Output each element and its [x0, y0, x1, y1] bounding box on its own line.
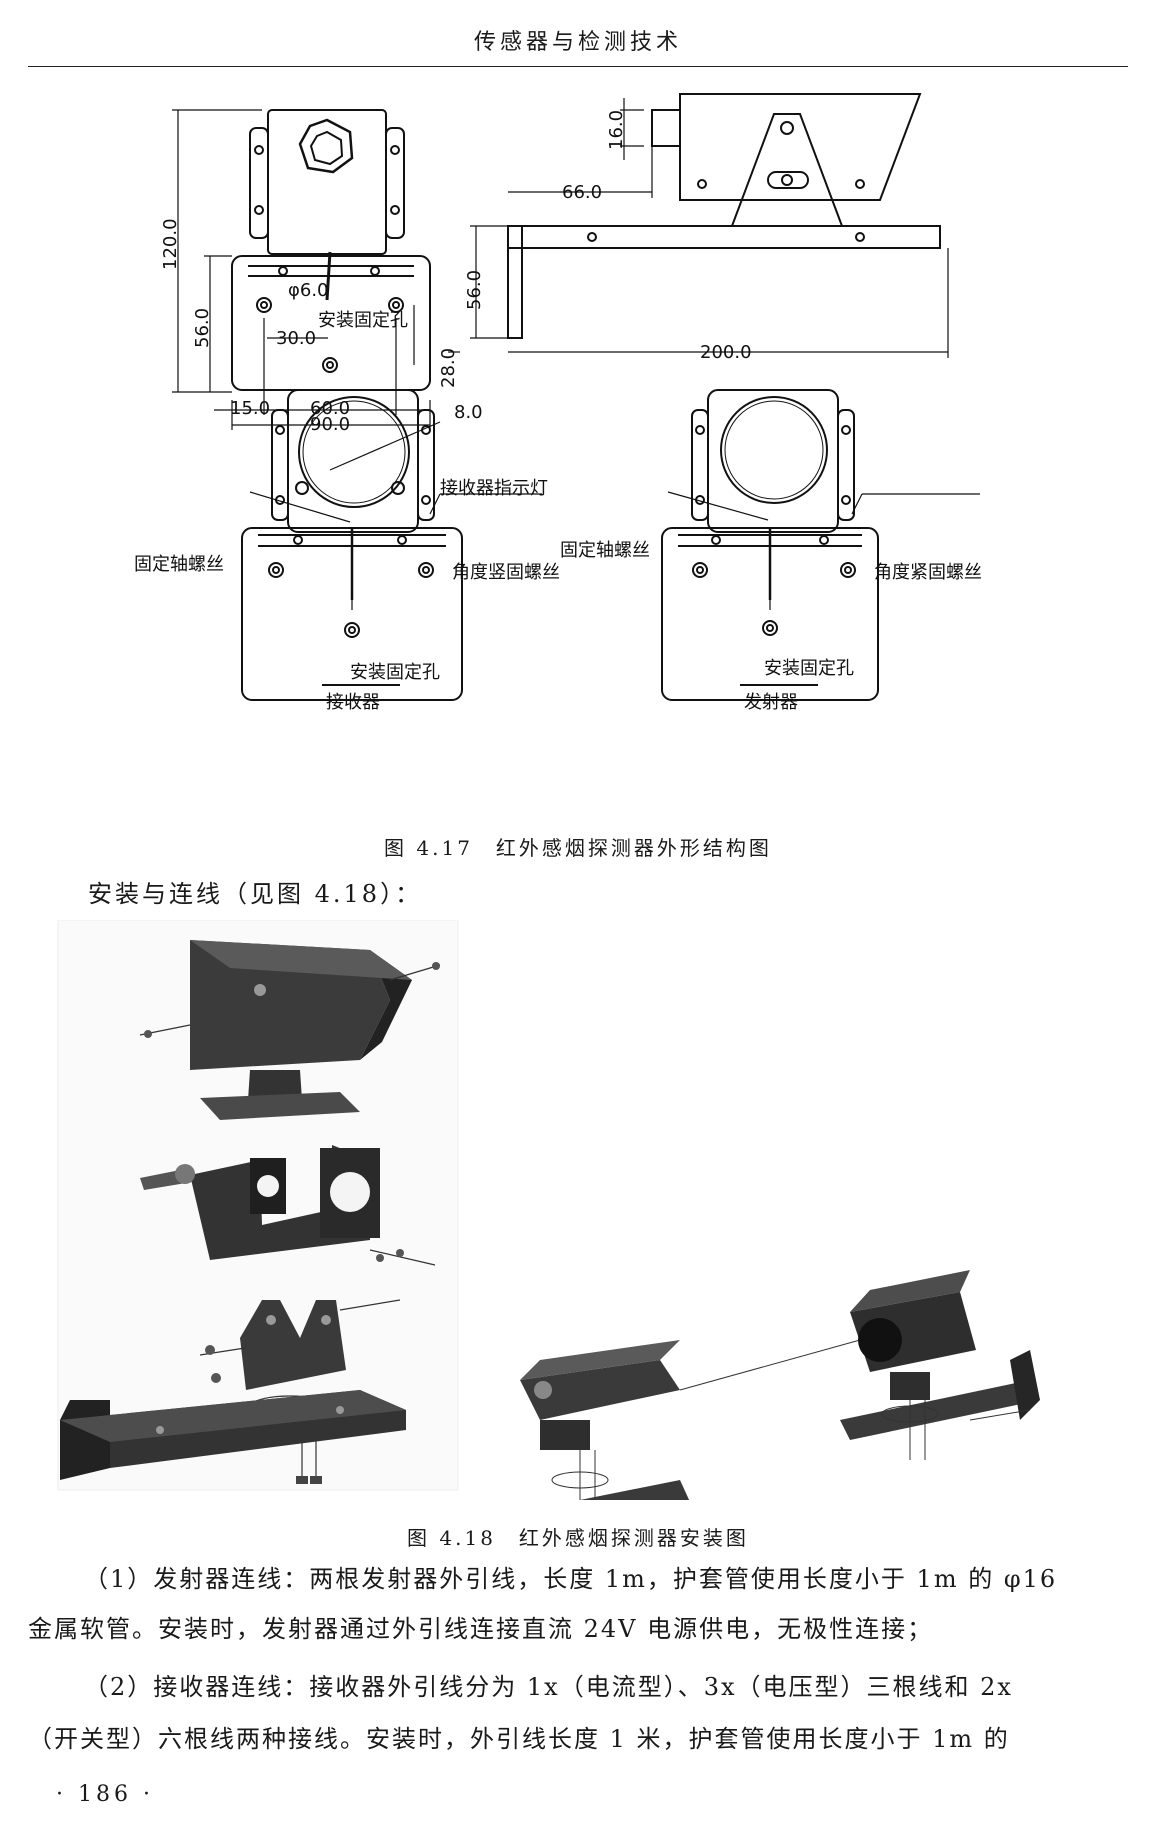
- figure-4-18-drawing: [57, 920, 1040, 1500]
- dim-200: 200.0: [700, 342, 752, 363]
- dim-8: 8.0: [454, 402, 483, 423]
- dim-90: 90.0: [310, 414, 350, 435]
- dim-phi6: φ6.0: [288, 280, 329, 301]
- label-mount-hole-right: 安装固定孔: [764, 658, 854, 679]
- label-angle-screw-left: 角度竖固螺丝: [452, 562, 560, 583]
- paragraph-1-line-1: （1）发射器连线：两根发射器外引线，长度 1m，护套管使用长度小于 1m 的 φ…: [84, 1565, 1058, 1593]
- label-receiver: 接收器: [326, 692, 380, 713]
- paragraph-1-line-2: 金属软管。安装时，发射器通过外引线连接直流 24V 电源供电，无极性连接；: [28, 1615, 934, 1643]
- label-mount-hole-top: 安装固定孔: [318, 310, 408, 331]
- section-intro: 安装与连线（见图 4.18）：: [88, 880, 423, 908]
- paragraph-2-line-1: （2）接收器连线：接收器外引线分为 1x（电流型）、3x（电压型）三根线和 2x: [84, 1673, 1013, 1701]
- running-header: 传感器与检测技术: [473, 30, 682, 55]
- figure-4-17-drawing: 120.0 56.0 φ6.0 30.0 28.0 15.0 60.0 90.0…: [134, 93, 982, 713]
- installed-pair: [520, 1270, 1040, 1500]
- paragraph-2-line-2: （开关型）六根线两种接线。安装时，外引线长度 1 米，护套管使用长度小于 1m …: [28, 1725, 1010, 1753]
- side-view: [448, 93, 949, 358]
- transmitter-view: [661, 389, 980, 701]
- label-indicator: 接收器指示灯: [440, 478, 548, 499]
- figure-4-18-caption: 图 4.18 红外感烟探测器安装图: [407, 1526, 749, 1550]
- figure-4-17-caption: 图 4.17 红外感烟探测器外形结构图: [384, 836, 772, 860]
- dim-16: 16.0: [606, 110, 627, 150]
- dim-15: 15.0: [230, 398, 270, 419]
- dim-56-right: 56.0: [464, 270, 485, 310]
- label-transmitter: 发射器: [744, 692, 798, 713]
- page-number: · 186 ·: [56, 1782, 154, 1807]
- dim-56-left: 56.0: [192, 308, 213, 348]
- dim-30: 30.0: [276, 328, 316, 349]
- header-rule: [28, 66, 1128, 67]
- dim-60: 60.0: [310, 398, 350, 419]
- dim-66: 66.0: [562, 182, 602, 203]
- label-angle-screw-right: 角度紧固螺丝: [874, 562, 982, 583]
- front-view: [172, 109, 431, 430]
- label-mount-hole-left: 安装固定孔: [350, 662, 440, 683]
- dim-120: 120.0: [160, 218, 181, 270]
- dim-28: 28.0: [438, 348, 459, 388]
- exploded-assembly: [57, 920, 459, 1491]
- label-axis-screw-left: 固定轴螺丝: [134, 554, 224, 575]
- label-axis-screw-right: 固定轴螺丝: [560, 540, 650, 561]
- receiver-view: [241, 389, 542, 701]
